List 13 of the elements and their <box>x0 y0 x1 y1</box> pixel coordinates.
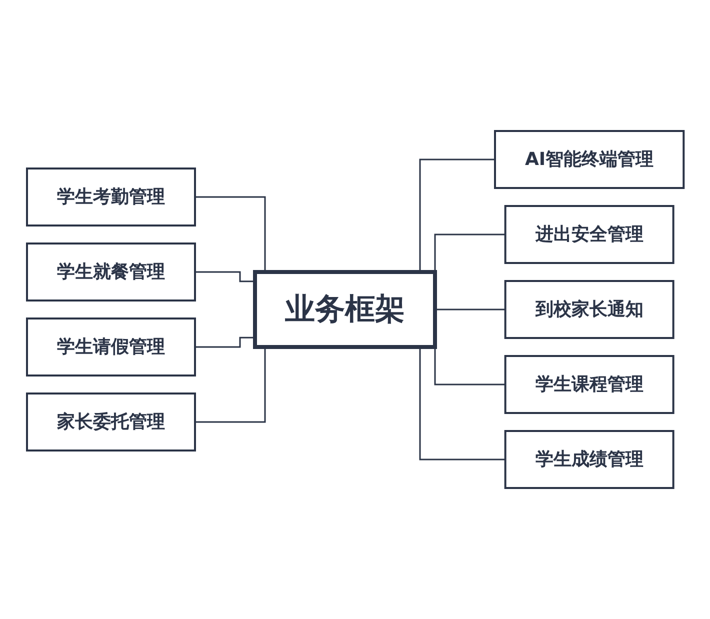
node-box: 学生成绩管理 <box>504 430 674 489</box>
connector <box>194 336 255 348</box>
node-box: 学生课程管理 <box>504 355 674 414</box>
node-box: 业务框架 <box>252 270 437 349</box>
node-box: 学生考勤管理 <box>26 168 196 226</box>
node-box: 家长委托管理 <box>26 392 196 452</box>
connector <box>434 308 505 310</box>
node-box: AI智能终端管理 <box>494 130 684 189</box>
node-box: 进出安全管理 <box>504 205 674 264</box>
connector <box>194 271 255 282</box>
node-box: 学生就餐管理 <box>26 242 196 302</box>
node-box: 到校家长通知 <box>504 280 674 339</box>
node-box: 学生请假管理 <box>26 318 196 376</box>
